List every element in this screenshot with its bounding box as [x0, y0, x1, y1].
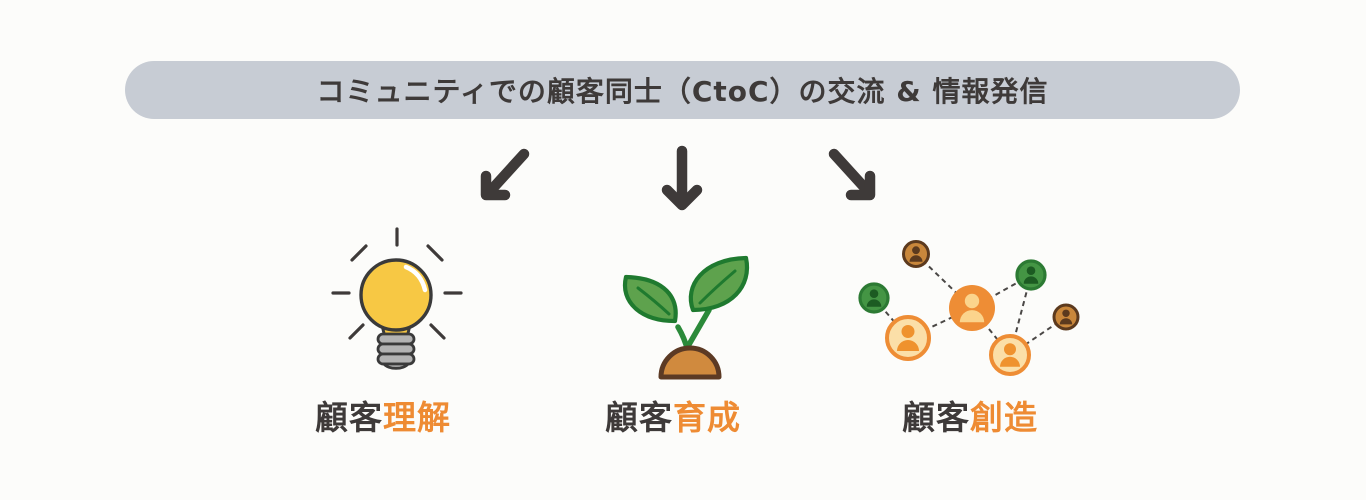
person-node-light-orange-left — [885, 315, 931, 361]
label-accent: 育成 — [673, 398, 741, 437]
label-prefix: 顧客 — [605, 398, 673, 437]
person-node-brown-right — [1052, 303, 1080, 331]
banner: コミュニティでの顧客同士（CtoC）の交流 & 情報発信 — [125, 61, 1240, 119]
person-node-green-left — [858, 282, 890, 314]
label-customer-understanding: 顧客理解 — [315, 391, 451, 439]
lightbulb-rays — [331, 227, 463, 340]
person-node-orange-center — [949, 285, 995, 331]
person-node-light-orange-bottom — [989, 334, 1031, 376]
soil-mound — [658, 345, 722, 380]
arrow-down-left-icon — [480, 148, 530, 201]
label-customer-creation: 顧客創造 — [902, 391, 1038, 439]
label-accent: 理解 — [383, 398, 451, 437]
lightbulb-icon — [331, 227, 463, 370]
sprout-leaves — [622, 255, 750, 324]
person-node-green-right — [1015, 259, 1047, 291]
arrow-down-right-icon — [828, 148, 876, 201]
customer-network-icon — [858, 240, 1080, 376]
person-node-brown-top — [902, 240, 930, 268]
lightbulb-base — [376, 332, 416, 370]
flow-arrows — [480, 145, 876, 211]
banner-title: コミュニティでの顧客同士（CtoC）の交流 & 情報発信 — [316, 75, 1049, 108]
arrow-down-icon — [661, 145, 703, 211]
label-prefix: 顧客 — [315, 398, 383, 437]
label-prefix: 顧客 — [902, 398, 970, 437]
sprout-icon — [622, 255, 750, 380]
label-accent: 創造 — [970, 398, 1038, 437]
label-customer-nurturing: 顧客育成 — [605, 391, 741, 439]
